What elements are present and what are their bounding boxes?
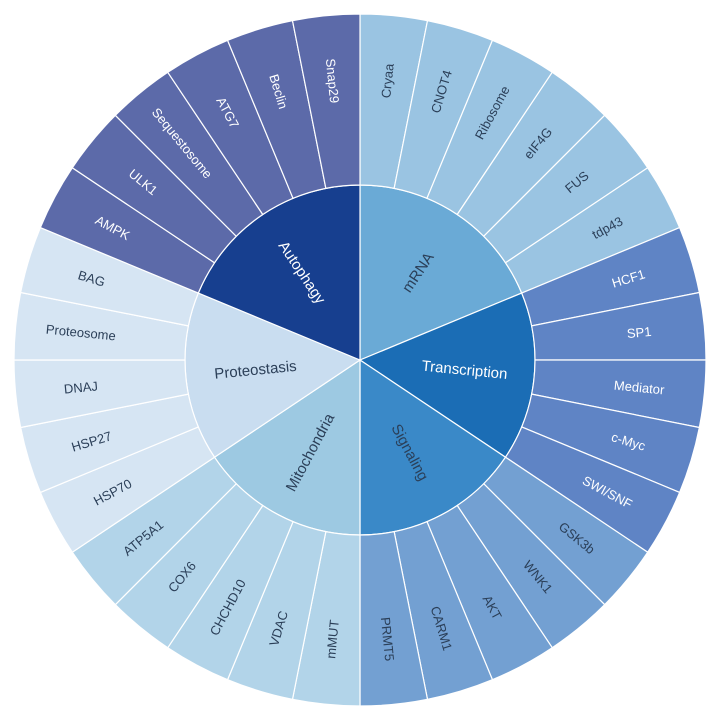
leaf-label: mMUT: [323, 619, 342, 659]
leaf-label: Cryaa: [378, 62, 396, 99]
leaf-label: Proteosome: [45, 322, 116, 344]
leaf-label: Mediator: [613, 378, 665, 398]
leaf-label: PRMT5: [378, 616, 397, 661]
leaf-label: DNAJ: [63, 378, 98, 396]
leaf-wedge: [291, 13, 361, 190]
leaf-label: SP1: [626, 324, 652, 341]
leaf-label: Snap29: [323, 58, 342, 104]
